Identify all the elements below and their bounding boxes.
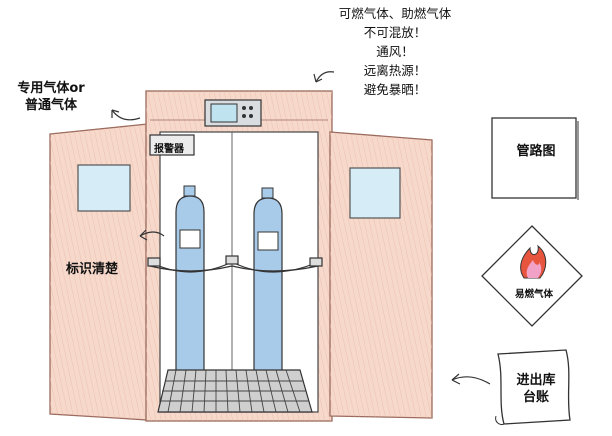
left-door-window [77,164,131,212]
alarm-label: 报警器 [154,144,184,155]
pipeline-diagram-label: 管路图 [516,144,556,159]
ledger-line: 进出库 [516,373,556,388]
gas-cylinder-left[interactable] [175,185,205,373]
alarm-box[interactable] [149,134,195,156]
floor-grate [157,369,313,413]
left-door[interactable] [49,123,149,421]
flame-icon [520,244,547,279]
flammable-gas-label: 易燃气体 [514,289,553,300]
gas-cylinder-right[interactable] [253,187,283,375]
ledger-label: 进出库 台账 [506,372,566,406]
right-door-window [349,167,401,219]
arrow-icon [111,71,491,385]
note-line: 通风！ [376,44,414,59]
ledger-line: 台账 [522,390,549,405]
right-door[interactable] [329,131,433,419]
flammable-sign[interactable] [481,225,583,327]
safety-chain [147,255,323,273]
gas-type-line: 专用气体or [17,81,85,96]
gas-type-line: 普通气体 [24,98,77,113]
cylinder-label-right [257,231,279,251]
ledger-document[interactable] [495,349,571,425]
label-clear-text: 标识清楚 [66,262,119,277]
note-line: 可燃气体、助燃气体 [338,6,452,21]
note-line: 避免暴晒！ [363,82,427,97]
safety-notes: 可燃气体、助燃气体 不可混放！ 通风！ 远离热源！ 避免暴晒！ [300,4,490,99]
cylinder-label-left [179,229,201,249]
control-panel[interactable] [204,99,262,127]
note-line: 不可混放！ [363,25,427,40]
gas-type-label: 专用气体or 普通气体 [6,80,96,114]
note-line: 远离热源！ [363,63,427,78]
pipeline-diagram-card[interactable] [491,117,577,199]
